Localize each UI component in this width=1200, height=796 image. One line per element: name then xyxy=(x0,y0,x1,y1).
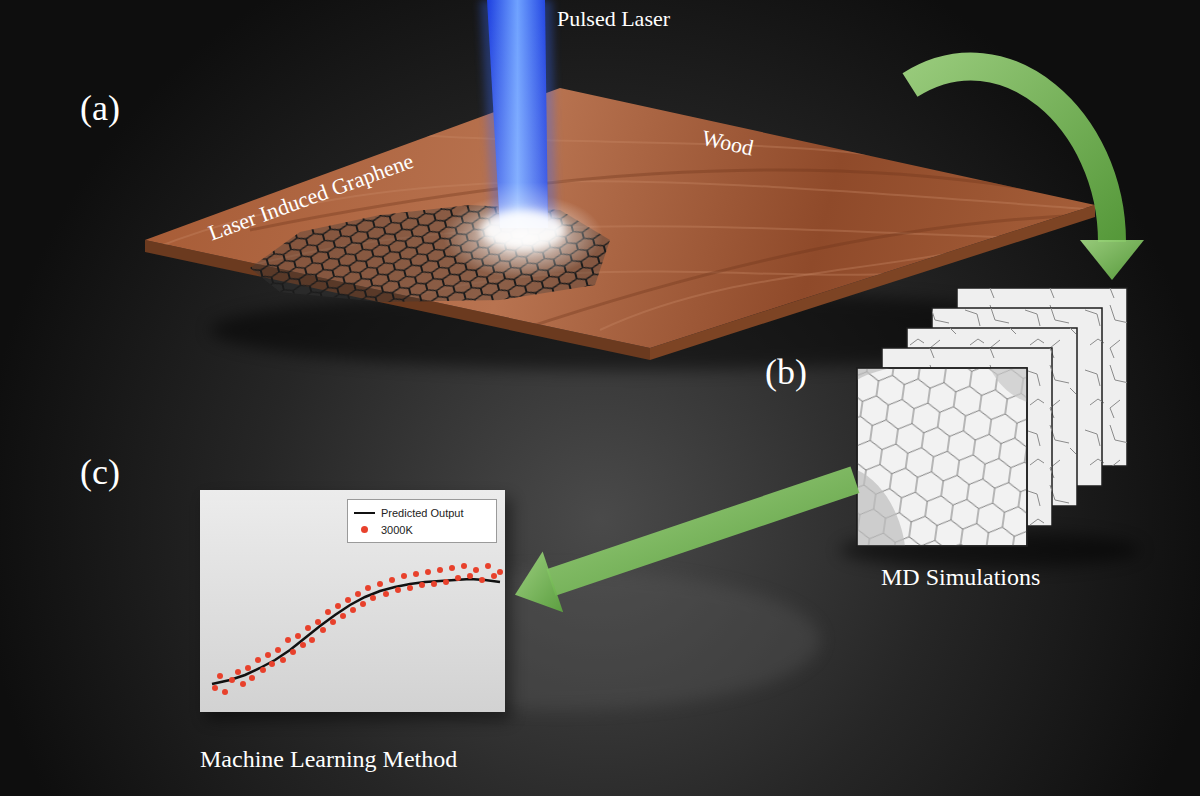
legend-text: Predicted Output xyxy=(381,507,464,519)
wood-board: Wood xyxy=(145,85,1100,360)
text-anchor: Pulsed Laser xyxy=(557,6,670,31)
arrow-shaft xyxy=(551,480,855,583)
node-caption: Wood xyxy=(700,125,756,161)
panel-letter: (b) xyxy=(765,352,807,393)
legend-text: 3000K xyxy=(381,524,413,536)
panel-letter: (c) xyxy=(80,452,120,493)
flow-arrow xyxy=(910,67,1144,280)
arrow-head xyxy=(1080,240,1144,280)
arrow-head xyxy=(515,552,563,613)
legend-row: Predicted Output xyxy=(354,504,490,521)
text-anchor: MD Simulations xyxy=(881,564,1040,592)
text-anchor: (b) xyxy=(765,352,807,393)
legend: Predicted Output 3000K xyxy=(347,499,497,543)
flow-arrow xyxy=(515,480,855,613)
laser-label: Pulsed Laser xyxy=(557,6,670,31)
node-caption: MD Simulations xyxy=(881,564,1040,592)
node-caption: Machine Learning Method xyxy=(200,746,457,774)
legend-dot xyxy=(361,526,368,533)
text-anchor: (a) xyxy=(80,88,120,129)
md-simulation-stack: MD Simulations xyxy=(855,280,1137,602)
arrow-shaft xyxy=(910,67,1112,242)
legend-row: 3000K xyxy=(354,521,490,538)
text-anchor: Wood xyxy=(700,125,756,161)
text-anchor: Machine Learning Method xyxy=(200,746,457,774)
legend-line xyxy=(354,512,375,514)
text-anchor: (c) xyxy=(80,452,120,493)
panel-letter: (a) xyxy=(80,88,120,129)
